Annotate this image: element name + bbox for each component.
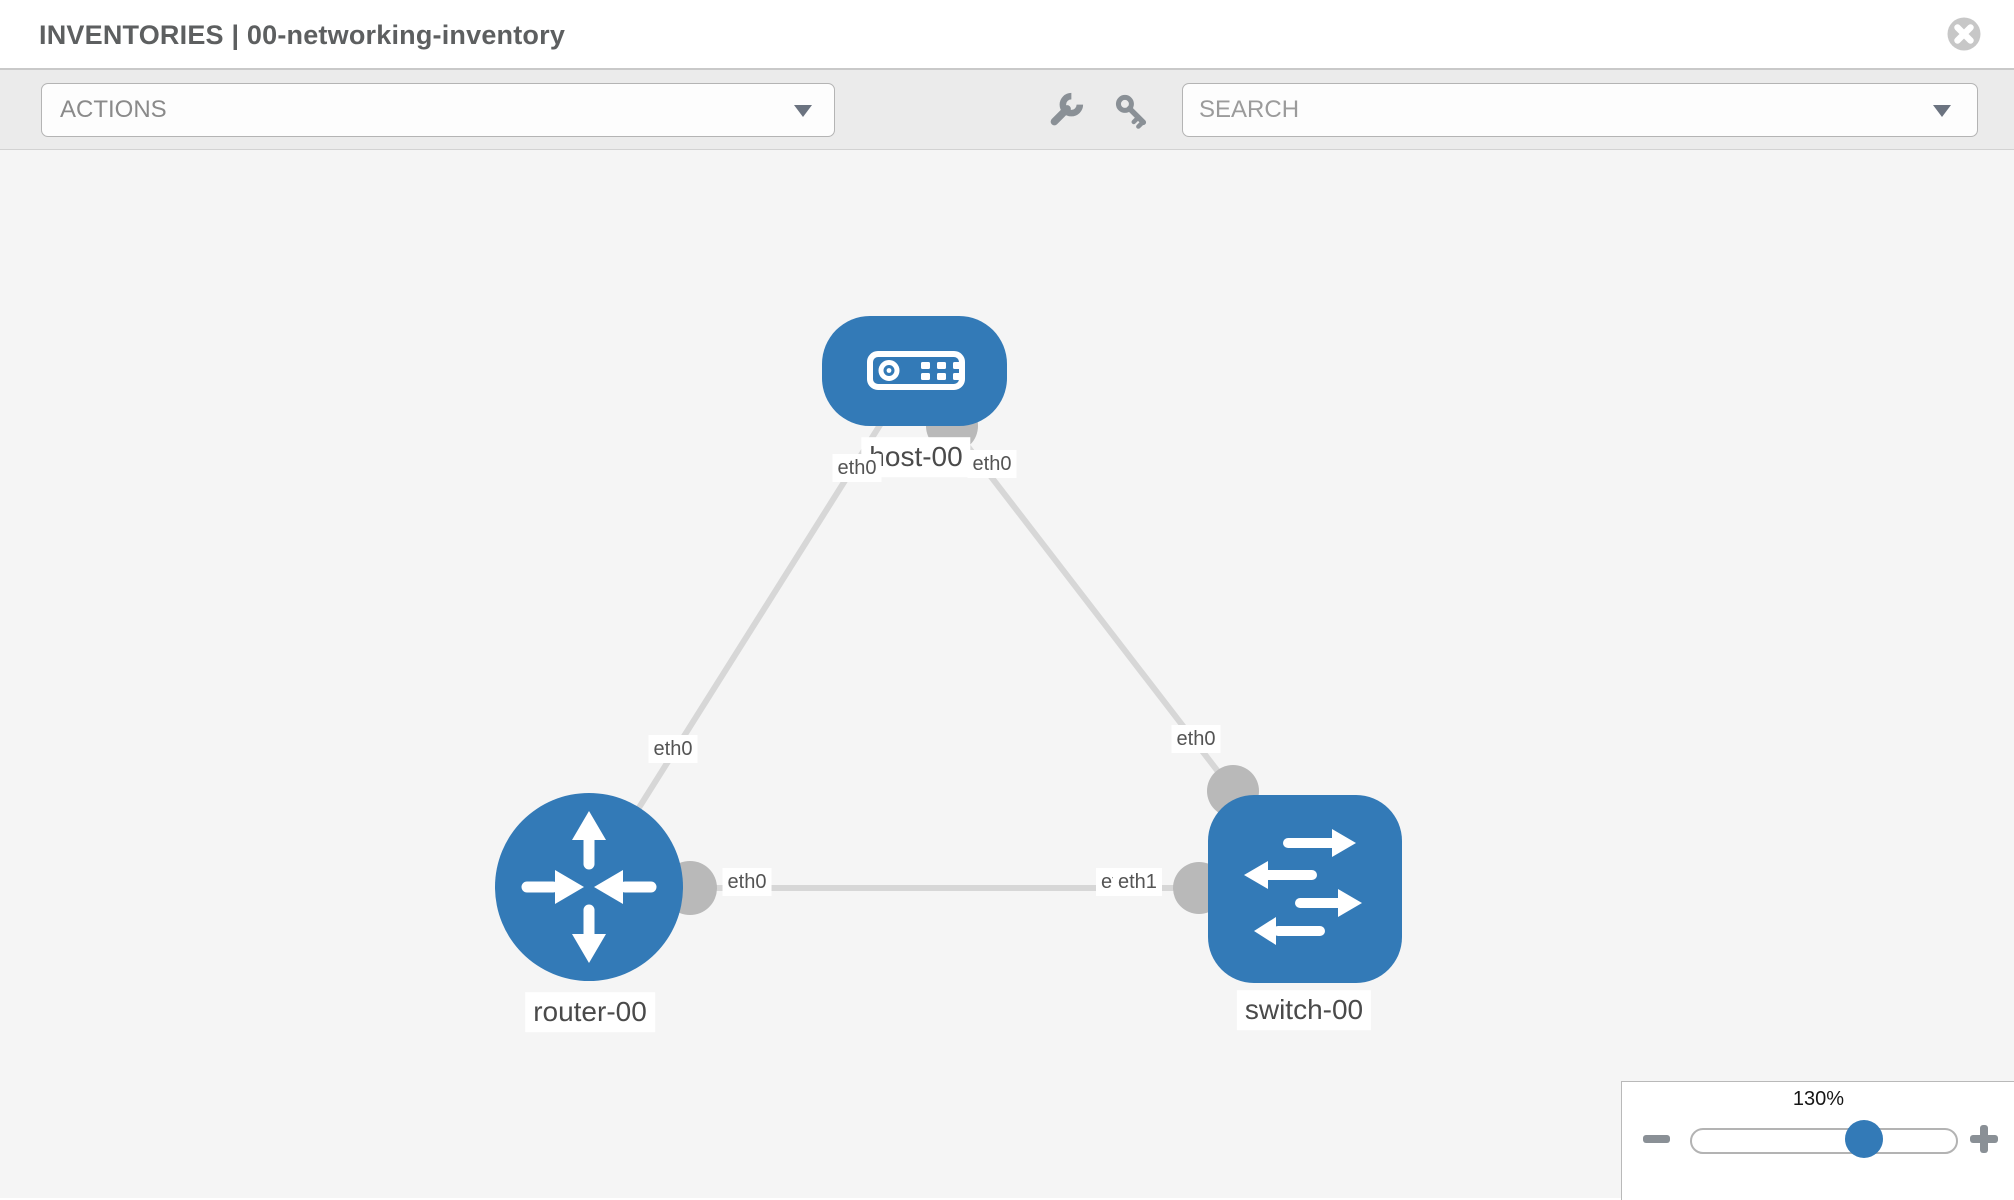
search-dropdown[interactable] bbox=[1182, 83, 1978, 137]
switch-icon-arrowheads bbox=[1244, 829, 1362, 945]
zoom-percent: 130% bbox=[1792, 1088, 1845, 1110]
chevron-down-icon bbox=[1933, 105, 1951, 117]
page-title: INVENTORIES | 00-networking-inventory bbox=[39, 20, 566, 50]
iface-label: eth0 bbox=[648, 735, 698, 763]
actions-dropdown-label: ACTIONS bbox=[60, 96, 167, 123]
node-switch-00[interactable] bbox=[1208, 795, 1402, 983]
zoom-in-button[interactable] bbox=[1970, 1125, 1998, 1153]
modal-header: INVENTORIES | 00-networking-inventory bbox=[0, 0, 2014, 70]
actions-dropdown[interactable]: ACTIONS bbox=[41, 83, 835, 137]
node-label-switch-00: switch-00 bbox=[1236, 990, 1372, 1030]
node-router-00[interactable] bbox=[495, 793, 683, 981]
host-icon bbox=[867, 351, 965, 390]
iface-label: eth0 bbox=[1171, 725, 1221, 753]
topology-canvas[interactable]: host-00 router-00 switch-00 eth0 eth0 et… bbox=[0, 150, 2014, 1200]
zoom-slider-thumb[interactable] bbox=[1845, 1120, 1883, 1158]
close-button[interactable] bbox=[1946, 16, 1982, 52]
minus-icon bbox=[1643, 1135, 1670, 1143]
key-icon[interactable] bbox=[1111, 90, 1153, 132]
interface-connectors bbox=[663, 400, 1259, 915]
iface-label: eth0 bbox=[832, 454, 882, 482]
router-icon-arrowheads bbox=[555, 811, 623, 963]
search-input[interactable] bbox=[1183, 84, 1977, 136]
iface-label: eth1 bbox=[1113, 868, 1162, 896]
switch-icon bbox=[1263, 838, 1343, 936]
node-label-router-00: router-00 bbox=[525, 992, 655, 1032]
toolbar: ACTIONS bbox=[0, 70, 2014, 150]
zoom-panel: 130% bbox=[1621, 1081, 2014, 1200]
iface-label: eth0 bbox=[967, 450, 1017, 478]
close-icon bbox=[1947, 17, 1981, 51]
zoom-out-button[interactable] bbox=[1643, 1135, 1670, 1143]
zoom-slider[interactable] bbox=[1690, 1120, 1958, 1158]
node-host-00[interactable] bbox=[822, 316, 1007, 426]
plus-icon bbox=[1980, 1125, 1988, 1153]
router-icon bbox=[521, 832, 657, 942]
iface-label: eth0 bbox=[722, 868, 772, 896]
wrench-icon[interactable] bbox=[1044, 90, 1086, 132]
chevron-down-icon bbox=[794, 105, 812, 117]
